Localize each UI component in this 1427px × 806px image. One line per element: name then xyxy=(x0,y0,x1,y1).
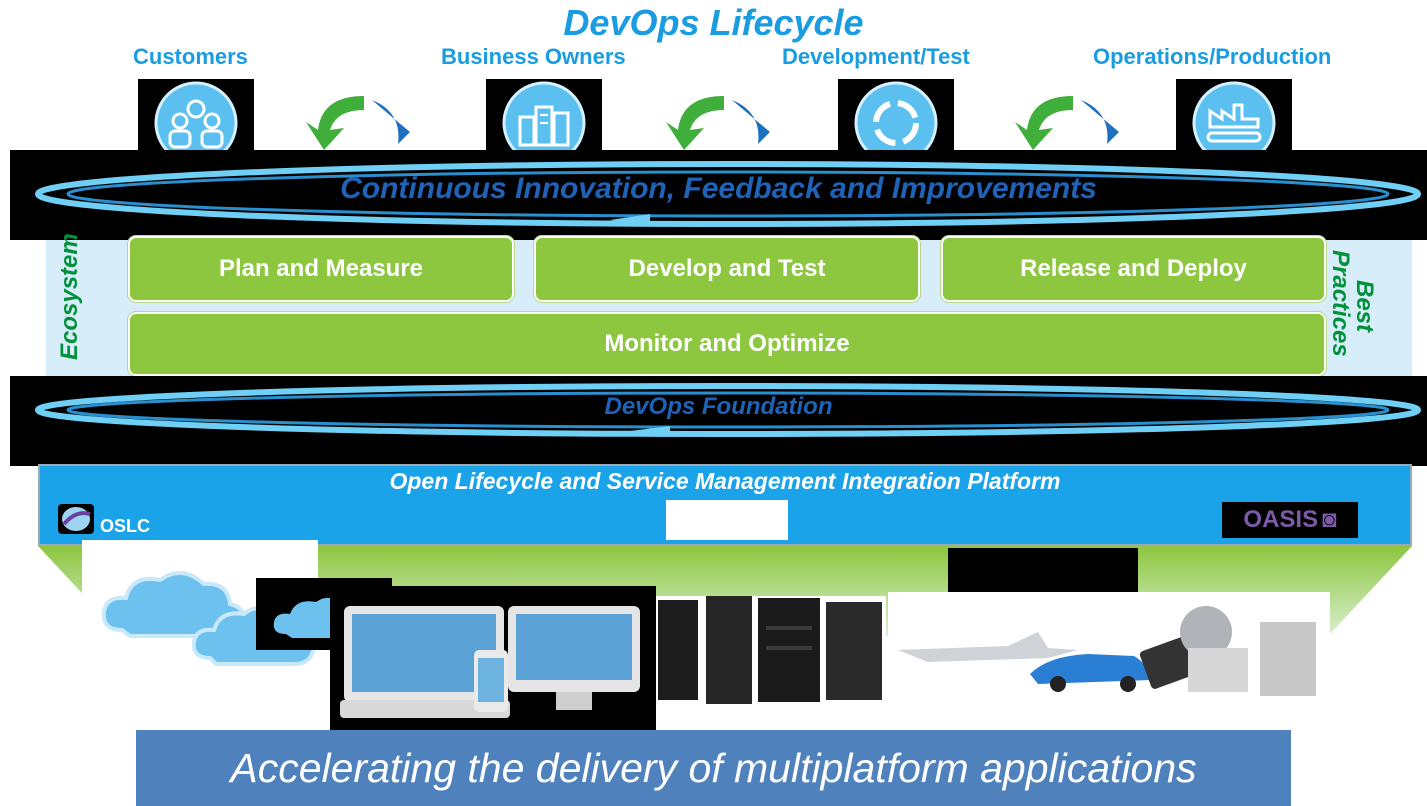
plan-and-measure-label: Plan and Measure xyxy=(218,255,424,282)
oasis-mark-icon: ◙ xyxy=(1322,506,1337,533)
embedded-devices-image xyxy=(888,592,1330,704)
cycle-arrow-icon xyxy=(1011,92,1123,159)
foundation-loop-ellipse xyxy=(35,383,1421,437)
oasis-logo: OASIS◙ xyxy=(1222,502,1358,538)
foundation-band: DevOps Foundation xyxy=(10,376,1427,466)
oslc-logo-text: OSLC xyxy=(100,516,151,536)
monitor-and-optimize-label: Monitor and Optimize xyxy=(604,330,850,357)
blank-dark-panel xyxy=(948,548,1138,596)
office-building-icon xyxy=(486,79,602,165)
footer-label: Accelerating the delivery of multiplatfo… xyxy=(230,744,1197,791)
footer-banner: Accelerating the delivery of multiplatfo… xyxy=(136,730,1291,806)
feedback-loop-ellipse xyxy=(35,161,1421,227)
stakeholder-business-owners-label: Business Owners xyxy=(441,44,626,69)
factory-conveyor-icon xyxy=(1176,79,1292,165)
best-practices-label-line1: Best xyxy=(1351,280,1378,333)
oslc-logo-icon xyxy=(58,504,94,534)
stakeholder-operations-production-label: Operations/Production xyxy=(1093,44,1332,69)
ecosystem-label: Ecosystem xyxy=(56,233,83,360)
platform-label: Open Lifecycle and Service Management In… xyxy=(389,468,1061,494)
stakeholder-development-test-label: Development/Test xyxy=(782,44,970,69)
release-and-deploy-label: Release and Deploy xyxy=(1020,255,1247,282)
develop-and-test-label: Develop and Test xyxy=(628,255,826,282)
cycle-arrow-icon xyxy=(302,92,414,159)
integration-platform: Open Lifecycle and Service Management In… xyxy=(38,464,1412,546)
best-practices-label-line2: Practices xyxy=(1327,250,1354,357)
release-and-deploy-box: Release and Deploy xyxy=(941,236,1326,302)
oasis-logo-text: OASIS xyxy=(1243,506,1319,533)
feedback-band: Continuous Innovation, Feedback and Impr… xyxy=(10,150,1427,240)
platform-blank-box xyxy=(666,500,788,540)
plan-and-measure-box: Plan and Measure xyxy=(128,236,514,302)
cycle-arrow-icon xyxy=(662,92,774,159)
stakeholder-customers-label: Customers xyxy=(133,44,248,69)
diagram-title: DevOps Lifecycle xyxy=(563,2,864,43)
feedback-band-label: Continuous Innovation, Feedback and Impr… xyxy=(340,172,1097,205)
cycle-arrows-icon xyxy=(838,79,954,165)
foundation-band-label: DevOps Foundation xyxy=(604,393,833,420)
servers-image xyxy=(656,596,886,704)
develop-and-test-box: Develop and Test xyxy=(534,236,920,302)
monitor-and-optimize-box: Monitor and Optimize xyxy=(128,312,1326,376)
people-group-icon xyxy=(138,79,254,165)
devices-image xyxy=(330,586,656,732)
